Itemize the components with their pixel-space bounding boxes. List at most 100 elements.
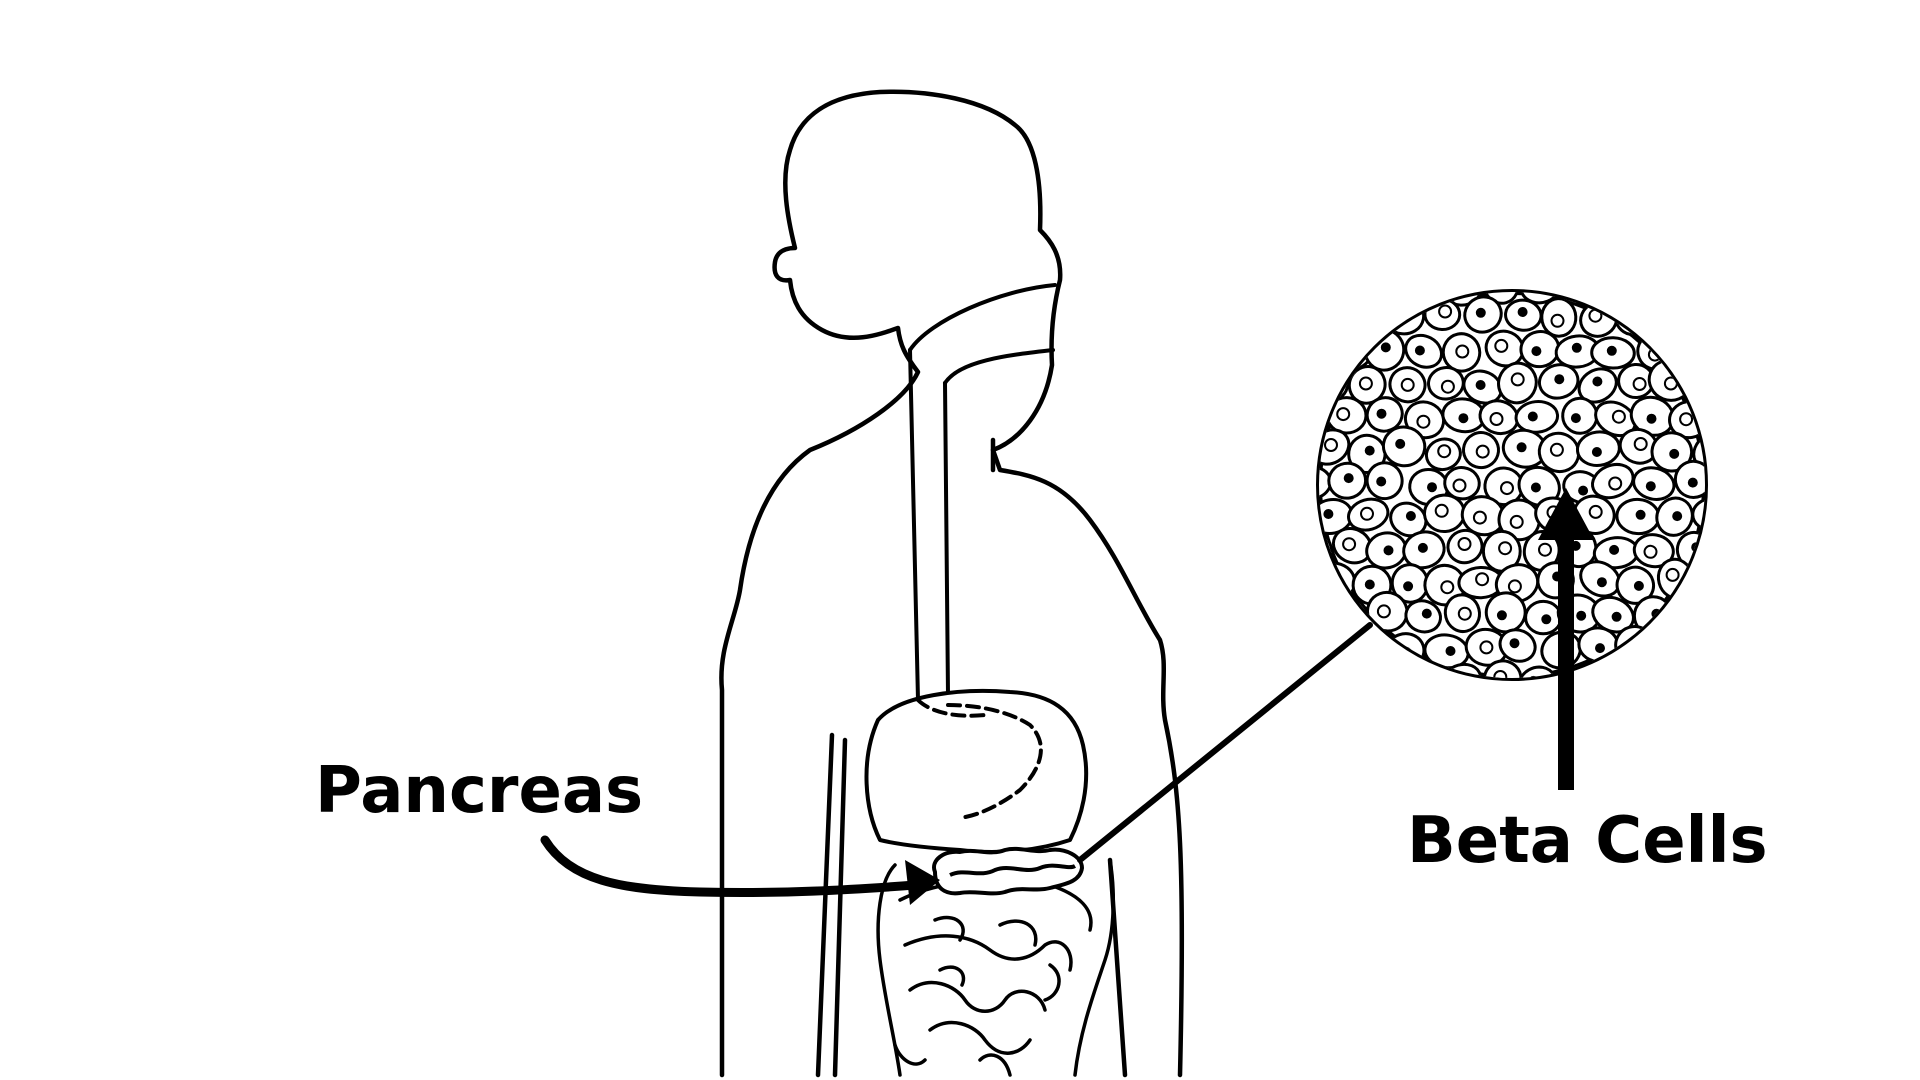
cell-nucleus — [1685, 601, 1700, 616]
cell-nucleus — [1349, 347, 1360, 357]
cell — [1328, 329, 1374, 371]
cell-nucleus — [1646, 413, 1657, 424]
cell-nucleus — [1341, 607, 1352, 618]
cell-nucleus — [1336, 407, 1351, 422]
cell-nucleus — [1632, 377, 1647, 391]
cell-nucleus — [1531, 346, 1542, 357]
cell — [1319, 561, 1357, 604]
cell-nucleus — [1380, 342, 1391, 353]
cell-nucleus — [1673, 637, 1684, 648]
cell-nucleus — [1510, 372, 1525, 387]
cell-nucleus — [1440, 580, 1455, 595]
cell-nucleus — [1364, 312, 1379, 327]
cell-nucleus — [1627, 640, 1642, 655]
cell-nucleus — [1570, 280, 1578, 288]
cell-nucleus — [1609, 544, 1620, 555]
cell-nucleus — [1530, 482, 1541, 493]
cell-nucleus — [1307, 545, 1315, 553]
liver-stomach — [864, 688, 1089, 854]
cell-nucleus — [1614, 281, 1622, 289]
cell-nucleus — [1496, 610, 1507, 621]
cell-nucleus — [1457, 606, 1472, 621]
cell — [1686, 564, 1705, 605]
cell — [1319, 334, 1335, 376]
cell — [1685, 365, 1705, 400]
cell-nucleus — [1427, 482, 1437, 493]
cell — [1319, 292, 1331, 304]
cell-nucleus — [1538, 542, 1552, 557]
cell-nucleus — [1414, 345, 1425, 356]
cell-nucleus — [1536, 277, 1544, 285]
cell — [1328, 661, 1366, 678]
cell-nucleus — [1550, 313, 1565, 328]
cell-nucleus — [1507, 579, 1522, 594]
cell-nucleus — [1389, 282, 1397, 290]
cell-nucleus — [1509, 638, 1520, 649]
cell — [1366, 663, 1413, 678]
cell-nucleus — [1364, 445, 1375, 456]
cell-nucleus — [1685, 674, 1700, 678]
cell-nucleus — [1400, 377, 1415, 392]
cell-nucleus — [1305, 285, 1313, 293]
cell-nucleus — [1403, 581, 1414, 592]
cell-nucleus — [1385, 680, 1397, 692]
pancreas-arrow-icon — [540, 835, 940, 905]
cell-nucleus — [1440, 379, 1455, 394]
stomach — [946, 703, 1043, 820]
cell-nucleus — [1475, 444, 1490, 459]
cell-nucleus — [1609, 682, 1617, 690]
cell-nucleus — [1611, 409, 1626, 424]
cell-nucleus — [1517, 307, 1528, 317]
cell-nucleus — [1494, 338, 1509, 353]
cell-nucleus — [1495, 276, 1507, 288]
cell — [1672, 292, 1705, 300]
cell-nucleus — [1635, 509, 1646, 520]
cell-nucleus — [1319, 608, 1324, 623]
cell-nucleus — [1452, 478, 1467, 493]
cell — [1368, 292, 1411, 302]
pancreas-organ — [932, 846, 1084, 896]
cell-nucleus — [1595, 643, 1605, 654]
left-arm-inner — [832, 737, 848, 1078]
cell-nucleus — [1417, 542, 1428, 553]
cell-nucleus — [1493, 670, 1508, 678]
cell — [1675, 332, 1705, 369]
cell-nucleus — [1672, 511, 1683, 522]
cell-nucleus — [1498, 541, 1513, 556]
cell-nucleus — [1306, 476, 1314, 484]
beta-cells-arrow-icon — [1538, 488, 1594, 790]
cell-nucleus — [1707, 319, 1719, 331]
cell-nucleus — [1576, 679, 1584, 687]
cell-nucleus — [1645, 481, 1656, 492]
cell-nucleus — [1416, 414, 1431, 429]
cell-nucleus — [1472, 510, 1487, 525]
cell-nucleus — [1340, 674, 1355, 678]
cell-nucleus — [1455, 344, 1470, 359]
cell — [1319, 595, 1338, 640]
cell-nucleus — [1643, 544, 1658, 559]
cell-nucleus — [1690, 279, 1698, 287]
cell — [1629, 292, 1675, 309]
cell — [1691, 497, 1705, 532]
cell — [1666, 658, 1705, 678]
cell-nucleus — [1421, 608, 1432, 619]
cell-nucleus — [1611, 611, 1622, 622]
cell-nucleus — [1669, 448, 1680, 459]
cell-nucleus — [1489, 412, 1504, 426]
cell — [1672, 591, 1705, 633]
cell-nucleus — [1321, 641, 1332, 652]
cell — [1403, 665, 1444, 678]
cell-nucleus — [1570, 413, 1581, 424]
cell — [1330, 292, 1371, 305]
cell-nucleus — [1708, 514, 1716, 522]
cell-nucleus — [1364, 579, 1375, 590]
cell-nucleus — [1665, 567, 1680, 582]
cell-nucleus — [1679, 412, 1694, 427]
cell-nucleus — [1343, 473, 1354, 484]
cell-nucleus — [1627, 314, 1638, 325]
cell-nucleus — [1608, 476, 1623, 491]
cell-nucleus — [1458, 413, 1469, 424]
cell-nucleus — [1324, 377, 1339, 392]
cell-nucleus — [1576, 610, 1587, 621]
